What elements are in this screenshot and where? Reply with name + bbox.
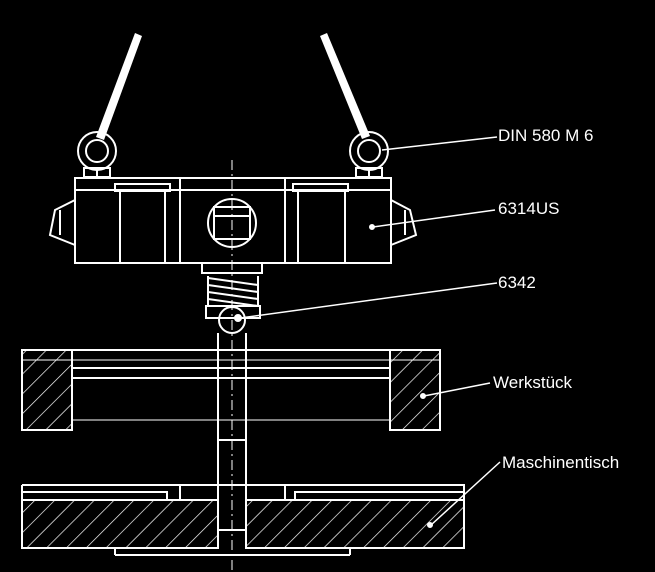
clamp-head-label: 6314US — [498, 199, 560, 218]
machine-table-label: Maschinentisch — [502, 453, 620, 472]
lifting-cables — [96, 33, 370, 140]
eyebolt-left — [77, 131, 117, 178]
workpiece — [21, 349, 441, 431]
ball-rod — [217, 160, 247, 572]
ball-rod-label: 6342 — [498, 273, 536, 292]
workpiece-label: Werkstück — [493, 373, 573, 392]
spring-assembly — [201, 262, 263, 334]
leader-lines — [239, 136, 501, 526]
clamp-head — [48, 177, 418, 264]
machine-table — [21, 484, 465, 556]
eyebolt-label: DIN 580 M 6 — [498, 126, 594, 145]
eyebolt-right — [349, 131, 389, 178]
